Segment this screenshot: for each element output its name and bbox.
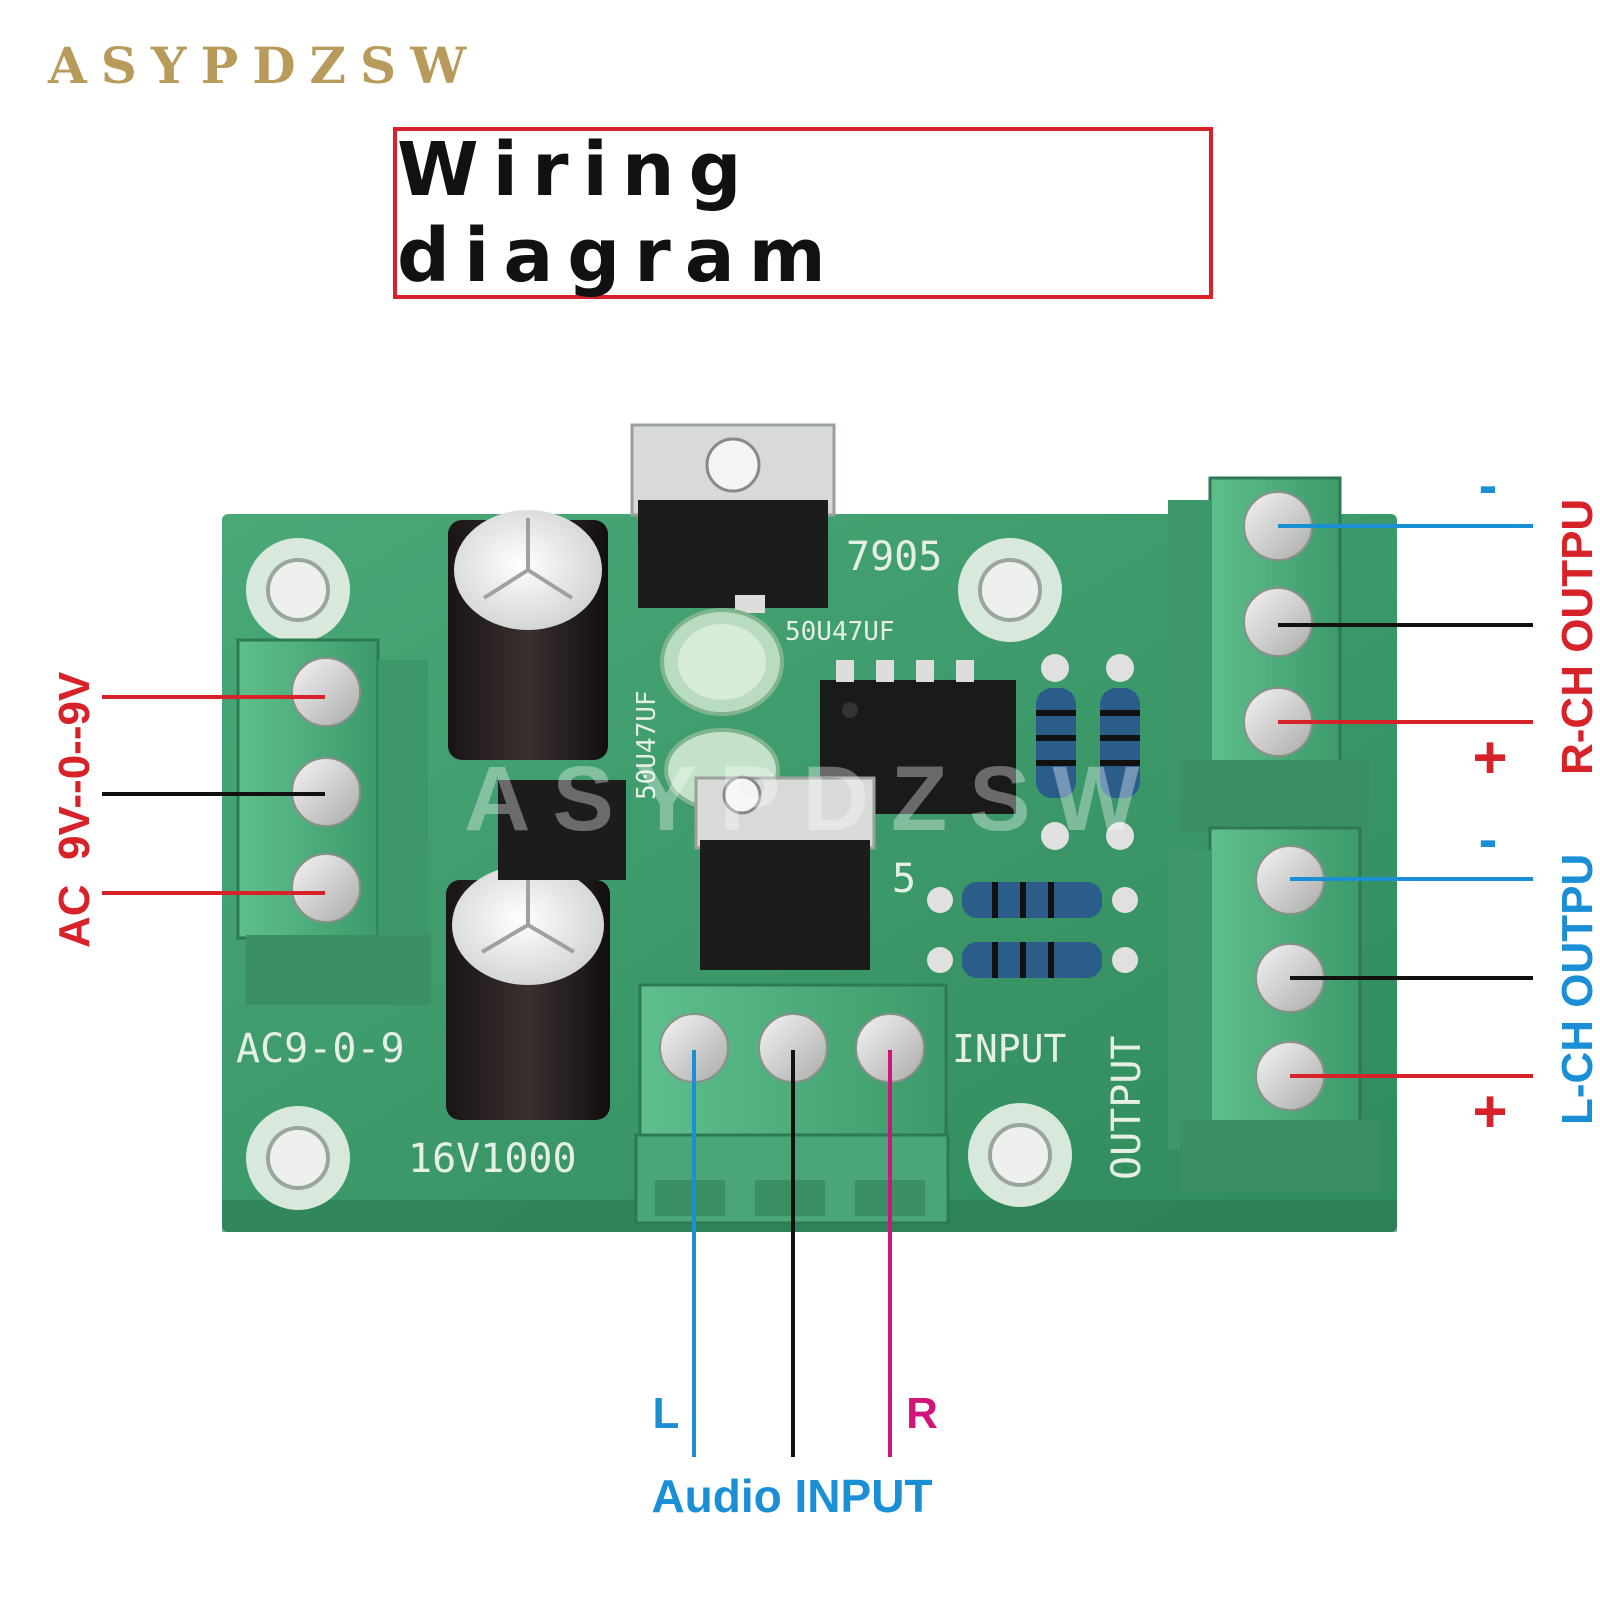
label-r-plus: + (1472, 724, 1507, 791)
resistor-icon (1100, 654, 1140, 850)
silk-50v47uf-top: 50U47UF (785, 617, 895, 647)
silk-cap: 16V1000 (408, 1136, 577, 1182)
voltage-regulator-icon (694, 775, 876, 970)
page-title: Wiring diagram (397, 127, 840, 299)
resistor-icon (927, 882, 1138, 918)
screw-terminal-icon (1168, 826, 1380, 1192)
mounting-hole-icon (968, 1103, 1072, 1207)
silk-input: INPUT (952, 1027, 1066, 1071)
electrolytic-capacitor-icon (448, 510, 608, 760)
ic-chip-icon (498, 780, 626, 880)
silk-ac: AC9-0-9 (236, 1026, 405, 1072)
screw-terminal-icon (236, 638, 431, 1005)
mounting-hole-icon (958, 538, 1062, 642)
silk-output: OUTPUT (1104, 1036, 1150, 1181)
label-audio-input: Audio INPUT (651, 1470, 932, 1522)
electrolytic-capacitor-icon (446, 865, 610, 1120)
label-l-plus: + (1472, 1078, 1507, 1145)
label-ac: AC 9V--0--9V (50, 671, 99, 948)
electrolytic-capacitor-icon (660, 608, 784, 716)
voltage-regulator-icon (630, 423, 836, 613)
label-in-r: R (906, 1389, 938, 1438)
mounting-hole-icon (246, 1106, 350, 1210)
brand-logo: ASYPDZSW (48, 36, 481, 95)
label-l-output: L-CH OUTPU (1553, 854, 1600, 1125)
ic-chip-icon (820, 660, 1016, 814)
silk-50v47uf-side: 50U47UF (632, 690, 662, 800)
screw-terminal-icon (1168, 476, 1370, 832)
silk-7905: 7905 (846, 534, 942, 580)
resistor-icon (927, 942, 1138, 978)
mounting-hole-icon (246, 538, 350, 642)
label-in-l: L (653, 1389, 680, 1438)
watermark: ASYPDZSW (464, 748, 1161, 850)
silk-5: 5 (892, 856, 916, 902)
label-r-minus: - (1479, 453, 1498, 516)
label-l-minus: - (1479, 807, 1498, 870)
resistor-icon (1036, 654, 1076, 850)
title-box: Wiring diagram (393, 127, 1213, 299)
screw-terminal-icon (634, 983, 950, 1225)
label-r-output: R-CH OUTPU (1553, 499, 1600, 775)
